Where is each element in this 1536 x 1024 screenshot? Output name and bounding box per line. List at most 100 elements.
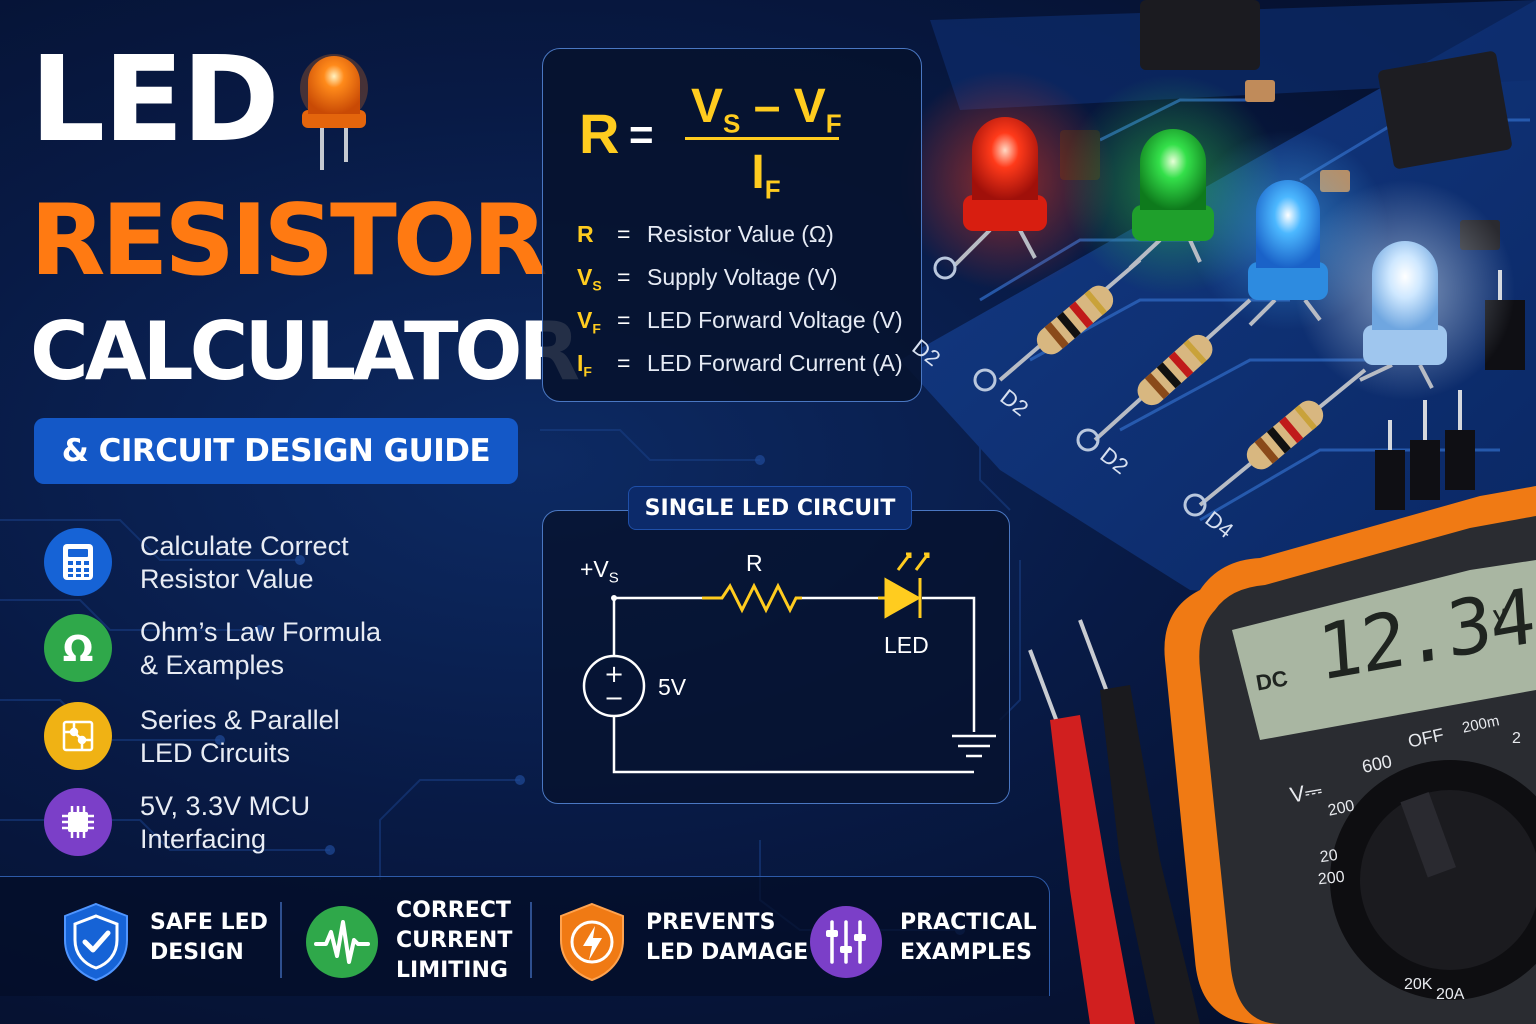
title-led: LED: [30, 30, 280, 168]
formula-equals: =: [629, 111, 654, 158]
resistor-1: [998, 258, 1142, 382]
circuit-board-icon: [44, 702, 112, 770]
microchip-icon: [44, 788, 112, 856]
feature-series-parallel: Series & Parallel LED Circuits: [44, 700, 524, 772]
dial-label: 20A: [1436, 986, 1465, 1003]
badge-safe-led-design: SAFE LED DESIGN: [58, 902, 288, 982]
led-symbol: [878, 552, 930, 619]
title-calculator: CALCULATOR: [30, 305, 580, 398]
formula-denominator: IF: [691, 145, 841, 206]
legend-row-vs: VS = Supply Voltage (V): [577, 264, 917, 296]
circuit-title: SINGLE LED CIRCUIT: [628, 486, 912, 530]
legend-equals: =: [617, 221, 631, 247]
formula-numerator: VS – VF: [691, 79, 842, 140]
led-label: LED: [884, 632, 929, 658]
feature-line: Calculate Correct: [140, 531, 349, 561]
dial-label: 2: [1512, 730, 1521, 747]
badge-text: PRACTICAL EXAMPLES: [900, 908, 1070, 968]
resistor-2: [1093, 298, 1252, 442]
legend-equals: =: [617, 264, 631, 290]
feature-text: Calculate Correct Resistor Value: [140, 530, 520, 596]
feature-text: 5V, 3.3V MCU Interfacing: [140, 790, 520, 856]
dial-label: 20K: [1404, 976, 1433, 993]
formula-panel: R = VS – VF IF R = Resistor Value (Ω) VS…: [542, 48, 922, 402]
badge-text: CORRECT CURRENT LIMITING: [396, 896, 566, 986]
badge-line: LIMITING: [396, 958, 508, 983]
waveform-icon: [304, 902, 380, 982]
led-green: [1128, 129, 1214, 270]
circuit-schematic: + −: [582, 552, 996, 774]
feature-calculate-resistor: Calculate Correct Resistor Value: [44, 526, 524, 598]
badge-divider: [530, 902, 532, 978]
legend-description: LED Forward Current (A): [647, 350, 903, 376]
resistor-label: R: [746, 550, 763, 576]
legend-description: Supply Voltage (V): [647, 264, 838, 290]
legend-symbol: R: [577, 221, 594, 247]
formula-if-sub: F: [764, 174, 781, 205]
badge-prevents-damage: PREVENTS LED DAMAGE: [554, 902, 808, 982]
lightning-shield-icon: [554, 902, 630, 982]
formula-fraction-bar: [685, 137, 839, 140]
feature-text: Ohm’s Law Formula & Examples: [140, 616, 520, 682]
source-plus-icon: +: [604, 660, 624, 688]
badge-text: SAFE LED DESIGN: [150, 908, 320, 968]
legend-equals: =: [617, 350, 631, 376]
badge-correct-current: CORRECT CURRENT LIMITING: [304, 898, 534, 983]
led-bulb-icon: [296, 48, 372, 177]
badge-text: PREVENTS LED DAMAGE: [646, 908, 816, 968]
feature-line: Ohm’s Law Formula: [140, 617, 382, 647]
microcontroller-chip: [1378, 51, 1512, 169]
feature-line: Series & Parallel: [140, 705, 340, 735]
formula-minus: –: [753, 80, 781, 133]
sliders-icon: [808, 902, 884, 982]
feature-mcu-interfacing: 5V, 3.3V MCU Interfacing: [44, 786, 524, 858]
resistor-3: [1198, 368, 1367, 507]
supply-label: +VS: [580, 556, 619, 587]
resistor-symbol: [702, 582, 802, 614]
badge-practical-examples: PRACTICAL EXAMPLES: [808, 902, 1038, 982]
badge-line: DESIGN: [150, 940, 244, 965]
legend-row-r: R = Resistor Value (Ω): [577, 221, 917, 253]
source-value-label: 5V: [658, 674, 687, 700]
feature-text: Series & Parallel LED Circuits: [140, 704, 520, 770]
multimeter-mode: DC: [1253, 665, 1290, 696]
legend-description: Resistor Value (Ω): [647, 221, 834, 247]
led-blue: [1248, 180, 1328, 327]
legend-row-if: IF = LED Forward Current (A): [577, 350, 917, 382]
formula-vf: V: [793, 80, 826, 133]
badge-line: SAFE LED: [150, 910, 268, 935]
source-minus-icon: −: [604, 684, 624, 712]
badge-line: PRACTICAL: [900, 910, 1037, 935]
formula-vs: V: [691, 80, 724, 133]
legend-symbol: VF: [577, 307, 601, 337]
formula-lhs: R: [579, 102, 620, 165]
subtitle-banner: & CIRCUIT DESIGN GUIDE: [34, 418, 518, 484]
legend-symbol: VS: [577, 264, 602, 294]
feature-ohms-law: Ω Ohm’s Law Formula & Examples: [44, 612, 524, 684]
dial-label: 200: [1317, 868, 1346, 889]
dial-label-volts-dc: V⎓: [1287, 777, 1325, 808]
badge-line: LED DAMAGE: [646, 940, 809, 965]
legend-description: LED Forward Voltage (V): [647, 307, 903, 333]
badge-line: EXAMPLES: [900, 940, 1032, 965]
feature-line: Interfacing: [140, 824, 267, 854]
formula-vs-sub: S: [723, 108, 741, 139]
badge-line: PREVENTS: [646, 910, 776, 935]
formula-if: I: [751, 146, 765, 199]
multimeter: [1164, 486, 1536, 1024]
badge-line: CORRECT: [396, 898, 511, 923]
feature-line: Resistor Value: [140, 564, 314, 594]
feature-line: LED Circuits: [140, 738, 291, 768]
badge-line: CURRENT: [396, 928, 513, 953]
title-resistor: RESISTOR: [30, 184, 548, 298]
led-white: [1359, 241, 1447, 389]
omega-icon: Ω: [44, 614, 112, 682]
shield-check-icon: [58, 902, 134, 982]
feature-line: & Examples: [140, 650, 285, 680]
legend-symbol: IF: [577, 350, 592, 380]
test-probe-red: [1028, 649, 1135, 1024]
led-red: [953, 117, 1047, 267]
badge-divider: [280, 902, 282, 978]
legend-row-vf: VF = LED Forward Voltage (V): [577, 307, 917, 339]
